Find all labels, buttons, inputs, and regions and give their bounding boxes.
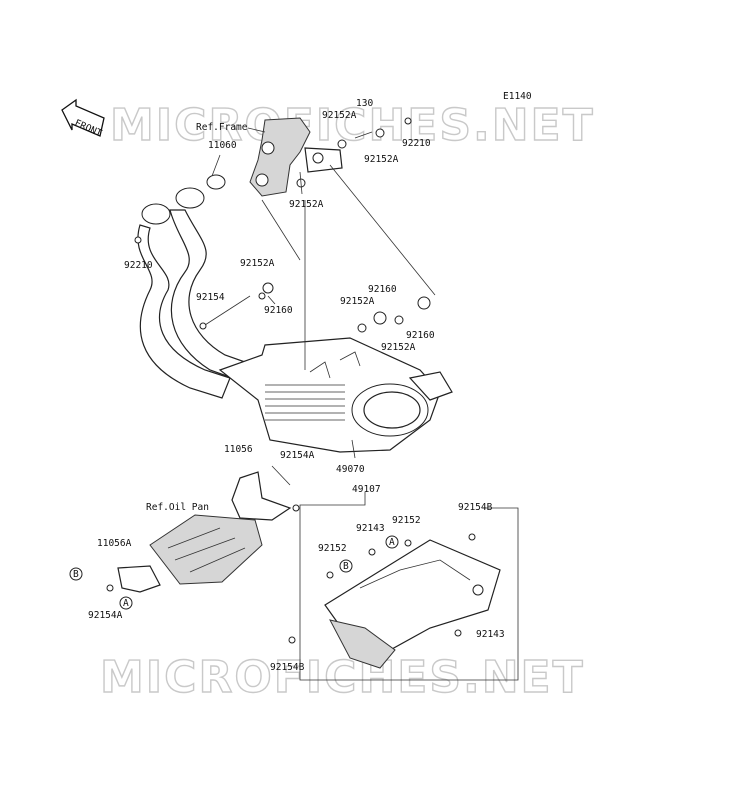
part-92160-right: 92160 <box>368 284 397 295</box>
part-130: 130 <box>356 98 373 109</box>
part-92160-left: 92160 <box>264 305 293 316</box>
frame-bracket <box>249 117 343 197</box>
watermark-bottom: MICROFICHES.NET <box>100 652 585 703</box>
part-92154: 92154 <box>196 292 225 303</box>
part-92154B-bot: 92154B <box>270 662 305 673</box>
callout-a-left: A <box>119 596 133 610</box>
part-92152A-top2: 92152A <box>364 154 399 165</box>
svg-text:A: A <box>123 598 129 609</box>
part-92152-right: 92152 <box>392 515 421 526</box>
part-49107: 49107 <box>352 484 381 495</box>
heat-guard-11056 <box>231 471 300 521</box>
part-92154B-top: 92154B <box>458 502 493 513</box>
belly-cover <box>288 533 501 669</box>
part-92143-bot: 92143 <box>476 629 505 640</box>
part-11060: 11060 <box>208 140 237 151</box>
part-11056A: 11056A <box>97 538 132 549</box>
part-92154A-top: 92154A <box>280 450 315 461</box>
part-92143-top: 92143 <box>356 523 385 534</box>
bracket-11056A <box>106 565 161 593</box>
svg-text:A: A <box>389 537 395 548</box>
ref-frame-label: Ref.Frame <box>196 122 248 133</box>
part-92152A-left: 92152A <box>240 258 275 269</box>
part-92152A-right: 92152A <box>340 296 375 307</box>
part-49070: 49070 <box>336 464 365 475</box>
part-92160-far: 92160 <box>406 330 435 341</box>
diagram-code: E1140 <box>503 91 532 102</box>
front-arrow-icon: FRONT <box>61 98 105 139</box>
svg-text:B: B <box>73 569 79 580</box>
callout-b-top: B <box>339 559 353 573</box>
part-92210-left: 92210 <box>124 260 153 271</box>
watermark-top: MICROFICHES.NET <box>110 100 595 151</box>
leader-lines <box>211 127 519 681</box>
part-92152A-bot: 92152A <box>381 342 416 353</box>
oil-pan <box>149 514 263 585</box>
part-92154A-bot: 92154A <box>88 610 123 621</box>
part-92152A-top: 92152A <box>322 110 357 121</box>
ref-oil-pan-label: Ref.Oil Pan <box>146 502 209 513</box>
part-11056: 11056 <box>224 444 253 455</box>
part-92152A-mid: 92152A <box>289 199 324 210</box>
part-92152-left: 92152 <box>318 543 347 554</box>
exhaust-header-pipes <box>137 174 246 399</box>
muffler <box>218 337 453 453</box>
part-92210-top: 92210 <box>402 138 431 149</box>
svg-text:B: B <box>343 561 349 572</box>
callout-a-top: A <box>385 535 399 549</box>
callout-b-left: B <box>69 567 83 581</box>
hardware-washers <box>134 117 431 333</box>
